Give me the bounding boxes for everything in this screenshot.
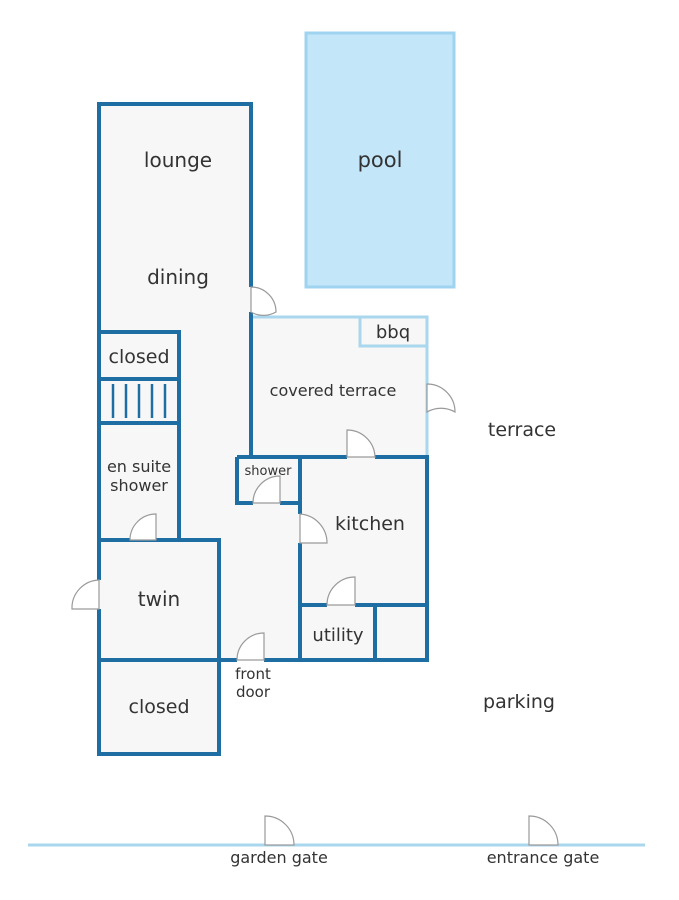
label-lounge: lounge <box>144 148 212 172</box>
floor-fills <box>99 104 427 754</box>
door-dining <box>250 286 277 316</box>
door-garden-gate <box>264 815 295 846</box>
door-utility <box>326 576 356 606</box>
label-front: front <box>235 665 271 683</box>
label-closed-bottom: closed <box>129 696 190 718</box>
label-garden-gate: garden gate <box>230 848 328 867</box>
stairs <box>111 384 167 418</box>
door-shower <box>252 475 281 504</box>
label-bbq: bbq <box>376 322 410 343</box>
label-utility: utility <box>312 625 364 646</box>
label-covered-terrace: covered terrace <box>270 381 397 400</box>
door-front <box>236 632 265 661</box>
door-covered-terrace <box>426 383 456 414</box>
door-entrance-gate <box>528 815 559 846</box>
label-shower: shower <box>245 464 293 479</box>
label-terrace: terrace <box>488 419 556 441</box>
label-closed-top: closed <box>109 346 170 368</box>
label-twin: twin <box>138 587 180 611</box>
label-en-suite: en suite <box>107 457 171 476</box>
label-kitchen: kitchen <box>335 513 405 535</box>
label-door: door <box>236 683 271 701</box>
doors <box>71 286 559 846</box>
label-entrance-gate: entrance gate <box>487 848 600 867</box>
label-dining: dining <box>147 265 209 289</box>
pool-area <box>304 31 456 289</box>
label-parking: parking <box>483 691 555 713</box>
door-en-suite <box>129 513 157 541</box>
label-pool: pool <box>358 148 403 172</box>
door-kitchen-side <box>299 513 328 544</box>
label-en-suite-shower: shower <box>110 476 168 495</box>
door-twin <box>71 579 100 610</box>
door-kitchen-top <box>346 429 376 458</box>
